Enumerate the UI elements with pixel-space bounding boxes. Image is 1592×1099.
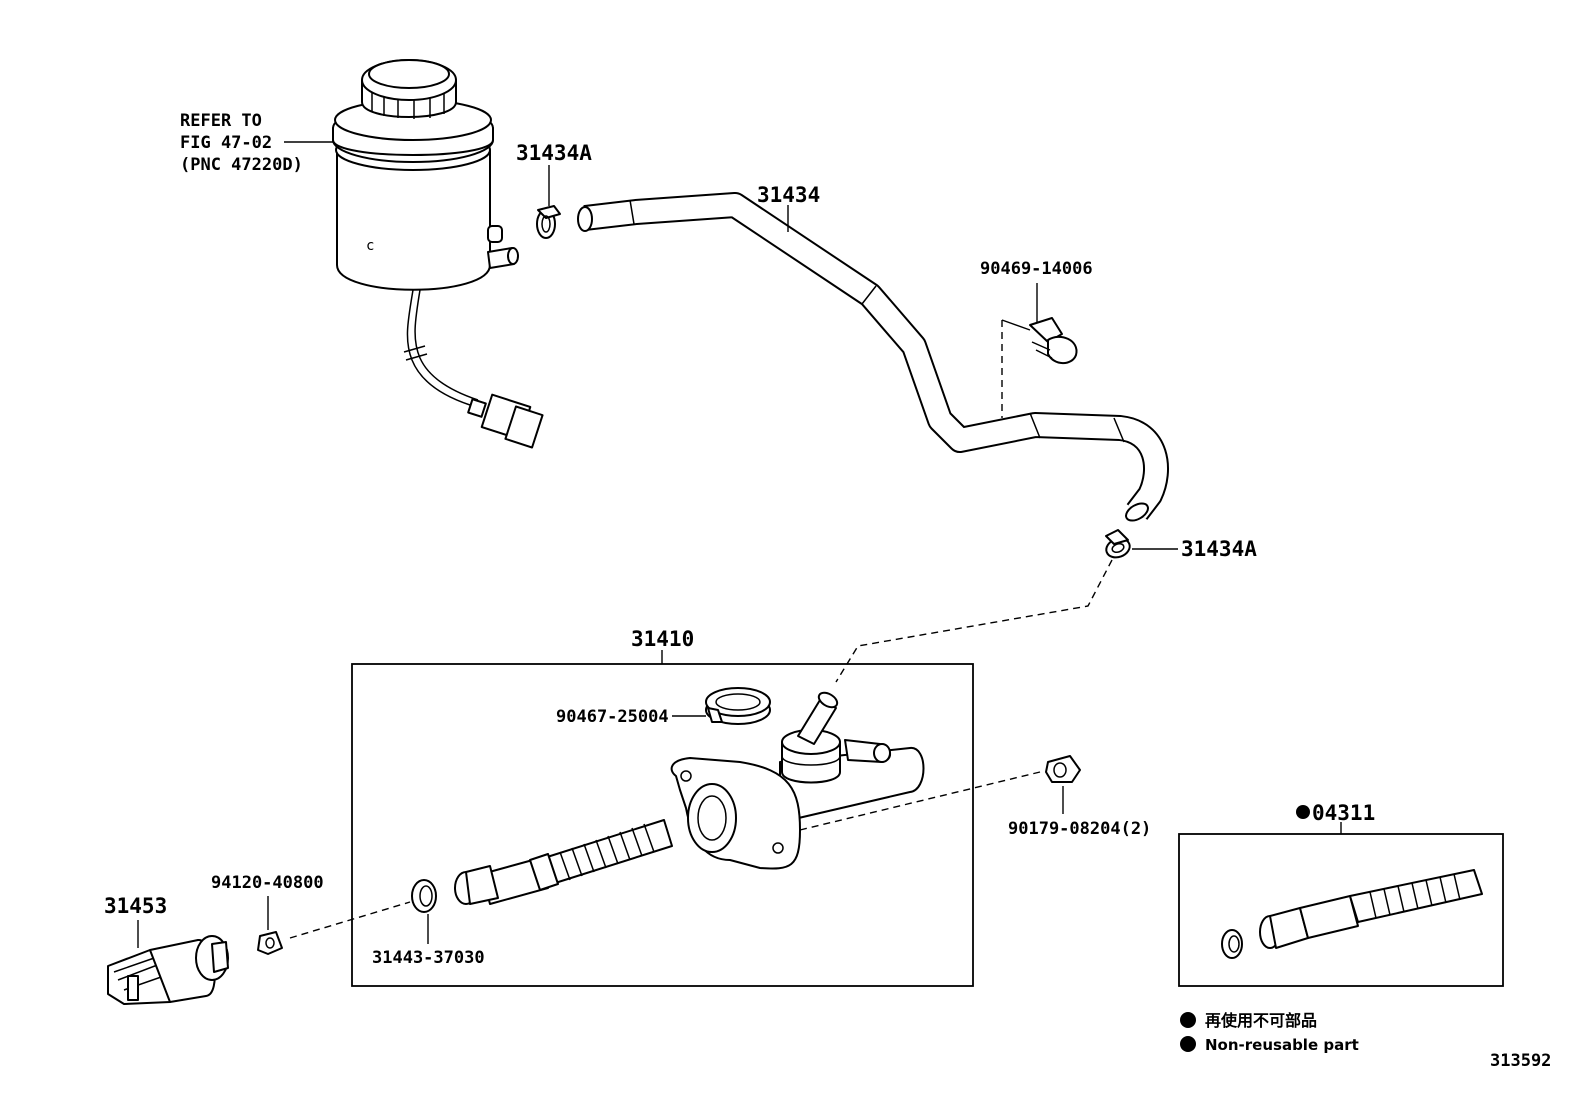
legend-dot-jp <box>1180 1012 1196 1028</box>
label-31434A-upper: 31434A <box>516 141 592 165</box>
label-90179-08204: 90179-08204(2) <box>1008 819 1151 839</box>
refer-note-line1: REFER TO <box>180 111 262 131</box>
label-90469-14006: 90469-14006 <box>980 259 1093 279</box>
spring-clip[interactable] <box>705 687 771 725</box>
label-31453: 31453 <box>104 894 167 918</box>
refer-note-line3: (PNC 47220D) <box>180 155 303 175</box>
figure-number: 313592 <box>1490 1051 1551 1071</box>
label-94120-40800: 94120-40800 <box>211 873 324 893</box>
piston-push-rod[interactable] <box>454 819 673 905</box>
label-04311: 04311 <box>1312 801 1375 825</box>
flange-nut[interactable] <box>1045 755 1081 783</box>
label-31434: 31434 <box>757 183 820 207</box>
legend-jp: 再使用不可部品 <box>1205 1011 1317 1030</box>
legend-en: Non-reusable part <box>1205 1036 1359 1054</box>
clutch-master-cylinder[interactable] <box>670 690 925 870</box>
hose-clamp[interactable] <box>1029 317 1078 365</box>
switch-nut[interactable] <box>257 931 283 955</box>
repair-kit-parts[interactable] <box>1221 869 1483 959</box>
label-31410: 31410 <box>631 627 694 651</box>
svg-text:c: c <box>366 238 374 254</box>
non-reusable-marker <box>1296 805 1310 819</box>
refer-note-line2: FIG 47-02 <box>180 133 272 153</box>
reservoir-hose[interactable] <box>577 192 1169 524</box>
legend: 再使用不可部品 Non-reusable part <box>1180 1011 1359 1054</box>
clutch-switch[interactable] <box>107 935 229 1005</box>
lower-hose-clip[interactable] <box>1104 529 1133 561</box>
reservoir-tank[interactable]: c <box>332 59 544 449</box>
label-90467-25004: 90467-25004 <box>556 707 669 727</box>
upper-hose-clip[interactable] <box>536 205 561 239</box>
legend-dot-en <box>1180 1036 1196 1052</box>
snap-ring[interactable] <box>411 879 437 913</box>
label-31443-37030: 31443-37030 <box>372 948 485 968</box>
label-31434A-lower: 31434A <box>1181 537 1257 561</box>
